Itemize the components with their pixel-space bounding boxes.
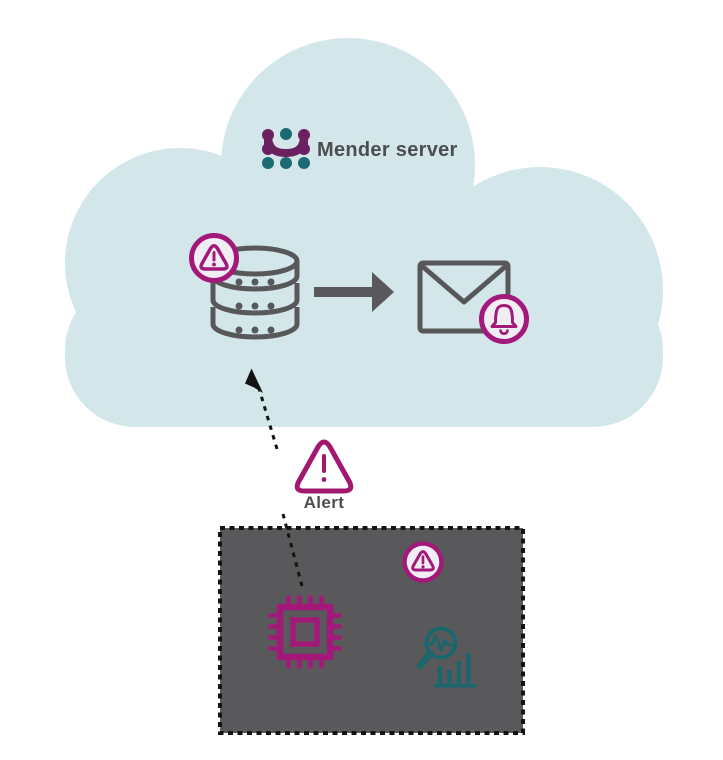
device-alert-badge-icon: [402, 541, 444, 583]
device-box: [218, 526, 525, 735]
cloud-shape: [65, 38, 663, 427]
monitoring-icon: [416, 626, 476, 688]
database-alert-badge-icon: [189, 233, 239, 283]
chip-to-alert-dashed-line: [281, 513, 304, 587]
mender-logo-icon: [262, 128, 310, 169]
alert-triangle-icon: [294, 439, 354, 494]
notification-bell-badge-icon: [479, 294, 529, 344]
flow-arrow-icon: [314, 272, 394, 312]
cpu-chip-icon: [268, 595, 342, 669]
alert-label: Alert: [303, 493, 345, 512]
mender-server-title: Mender server: [317, 139, 458, 161]
alert-to-cloud-dashed-arrow-icon: [245, 368, 279, 450]
